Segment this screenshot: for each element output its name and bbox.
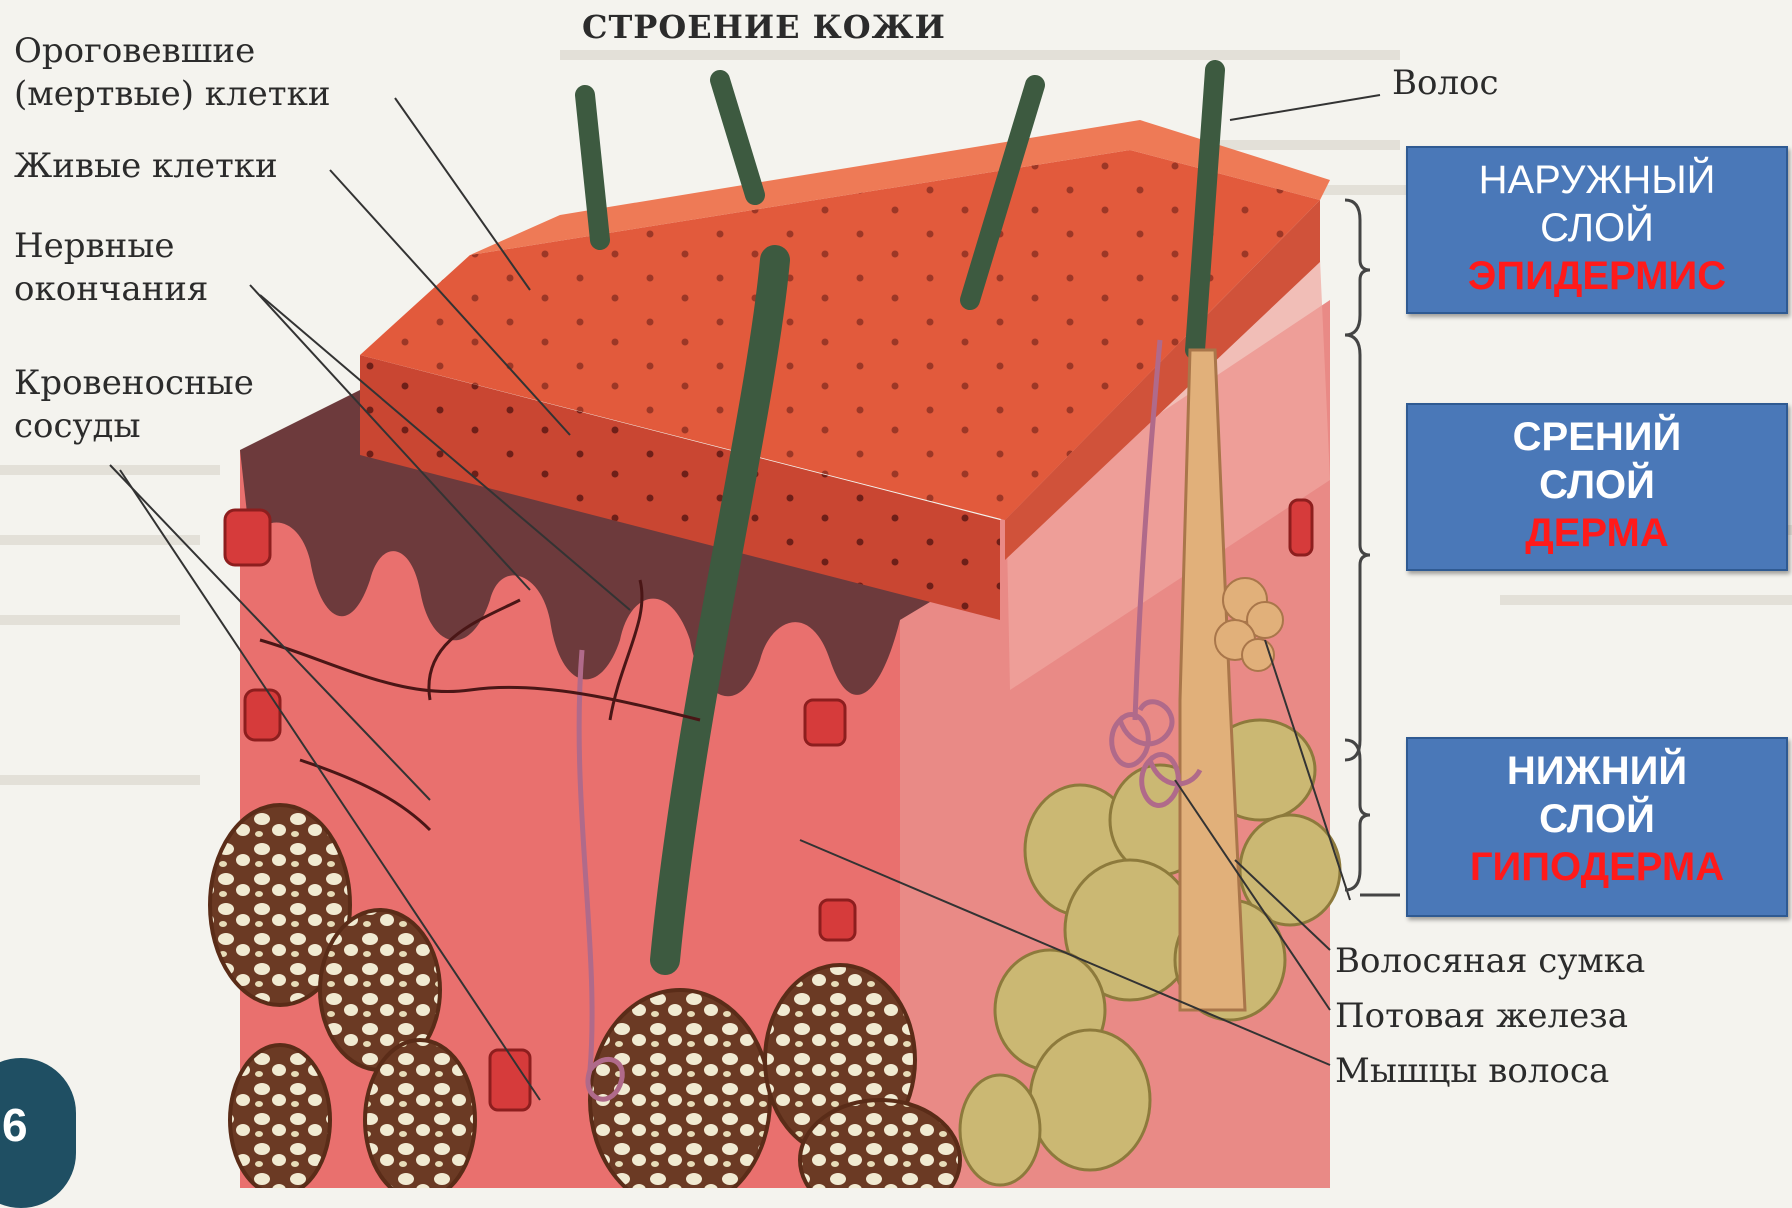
epidermis-box-line1: НАРУЖНЫЙ — [1408, 156, 1786, 204]
hypodermis-box-line2: СЛОЙ — [1408, 795, 1786, 843]
label-hair-muscle: Мышцы волоса — [1335, 1050, 1609, 1092]
label-nerve-endings-line1: Нервные — [14, 225, 175, 267]
dermis-box-line2: СЛОЙ — [1408, 461, 1786, 509]
hypodermis-box-line1: НИЖНИЙ — [1408, 747, 1786, 795]
epidermis-box-name: ЭПИДЕРМИС — [1408, 252, 1786, 300]
page-number-tab: 6 — [0, 1058, 76, 1208]
label-dead-cells-line1: Ороговевшие — [14, 30, 255, 72]
diagram-title: СТРОЕНИЕ КОЖИ — [582, 6, 946, 48]
label-hair: Волос — [1392, 62, 1499, 104]
epidermis-box-line2: СЛОЙ — [1408, 204, 1786, 252]
label-sweat-gland: Потовая железа — [1335, 995, 1628, 1037]
label-blood-vessels-line1: Кровеносные — [14, 362, 254, 404]
label-nerve-endings-line2: окончания — [14, 268, 208, 310]
dermis-box-name: ДЕРМА — [1408, 509, 1786, 557]
label-living-cells: Живые клетки — [14, 145, 278, 187]
hypodermis-layer-box: НИЖНИЙ СЛОЙ ГИПОДЕРМА — [1406, 737, 1788, 917]
hypodermis-box-name: ГИПОДЕРМА — [1408, 843, 1786, 891]
dermis-layer-box: СРЕНИЙ СЛОЙ ДЕРМА — [1406, 403, 1788, 571]
dermis-box-line1: СРЕНИЙ — [1408, 413, 1786, 461]
label-hair-follicle: Волосяная сумка — [1335, 940, 1645, 982]
label-blood-vessels-line2: сосуды — [14, 405, 141, 447]
page-number: 6 — [2, 1098, 28, 1152]
epidermis-layer-box: НАРУЖНЫЙ СЛОЙ ЭПИДЕРМИС — [1406, 146, 1788, 314]
layer-braces — [1345, 200, 1400, 895]
label-dead-cells-line2: (мертвые) клетки — [14, 73, 331, 115]
